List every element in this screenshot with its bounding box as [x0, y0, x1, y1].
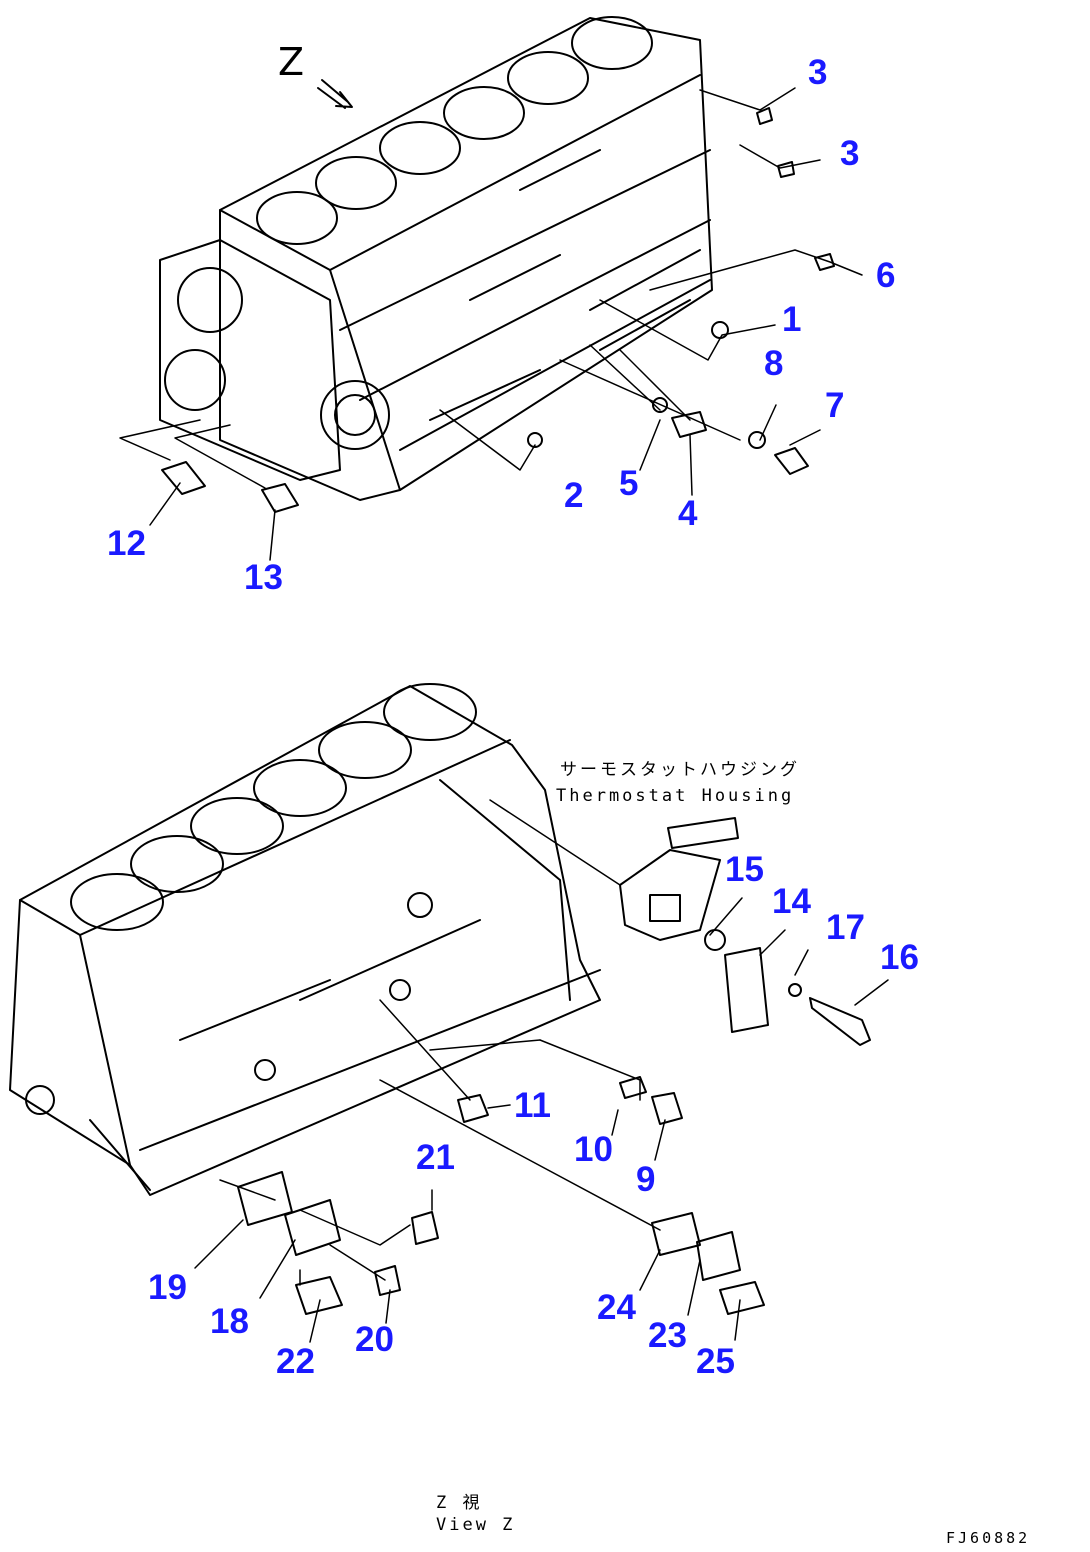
callout-10: 10 [574, 1130, 613, 1169]
view-caption-jp: Z 視 [436, 1493, 483, 1513]
callout-13: 13 [244, 558, 283, 597]
callout-11: 11 [514, 1086, 551, 1125]
callout-7: 7 [825, 386, 845, 425]
callout-25: 25 [696, 1342, 735, 1381]
callout-24: 24 [597, 1288, 636, 1327]
callout-9: 9 [636, 1160, 656, 1199]
callout-3-upper: 3 [808, 53, 828, 92]
callout-22: 22 [276, 1342, 315, 1381]
callout-17: 17 [826, 908, 865, 947]
callout-18: 18 [210, 1302, 249, 1341]
callout-19: 19 [148, 1268, 187, 1307]
lower-small-parts [237, 929, 871, 1315]
lower-cylinder-block [9, 683, 739, 1196]
upper-leader-lines [119, 87, 863, 561]
callout-2: 2 [564, 476, 584, 515]
callout-23: 23 [648, 1316, 687, 1355]
callout-20: 20 [355, 1320, 394, 1359]
thermostat-housing-label-en: Thermostat Housing [556, 786, 795, 806]
callout-8: 8 [764, 344, 784, 383]
callout-12: 12 [107, 524, 146, 563]
thermostat-housing-label-jp: サーモスタットハウジング [560, 760, 800, 780]
callout-4: 4 [678, 494, 698, 533]
view-z-marker: Z [278, 40, 305, 84]
callout-3-lower: 3 [840, 134, 860, 173]
callout-21: 21 [416, 1138, 455, 1177]
callout-14: 14 [772, 882, 811, 921]
callout-5: 5 [619, 464, 639, 503]
upper-small-parts [161, 79, 835, 513]
view-caption-en: View Z [436, 1515, 516, 1535]
callout-1: 1 [782, 300, 802, 339]
upper-cylinder-block [159, 16, 713, 501]
drawing-code: FJ60882 [946, 1529, 1031, 1547]
callout-16: 16 [880, 938, 919, 977]
callout-6: 6 [876, 256, 896, 295]
callout-15: 15 [725, 850, 764, 889]
